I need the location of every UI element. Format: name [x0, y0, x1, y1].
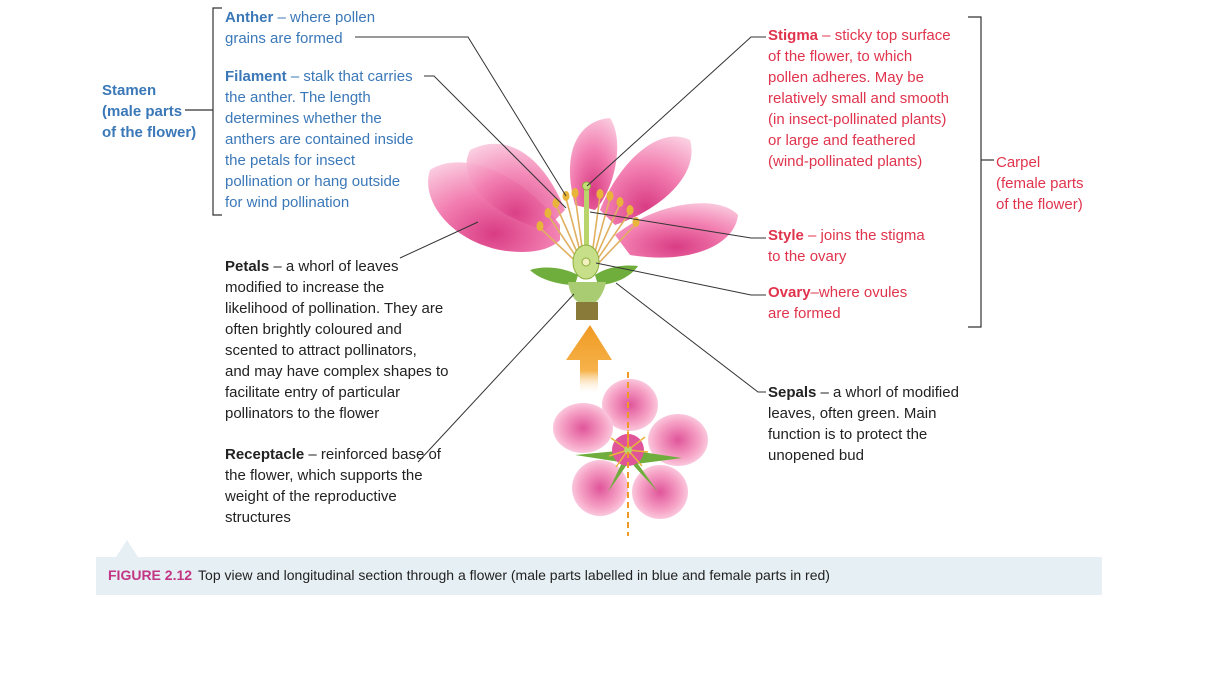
figure-caption: FIGURE 2.12 Top view and longitudinal sec…: [96, 557, 1102, 595]
petals-line: facilitate entry of particular: [225, 384, 401, 401]
carpel-bracket: [968, 16, 994, 328]
anther-desc-1: – where pollen: [273, 9, 376, 26]
sepals-line: leaves, often green. Main: [768, 405, 937, 422]
leader-filament: [424, 75, 567, 209]
carpel-line-1: Carpel: [996, 154, 1041, 171]
filament-line: pollination or hang outside: [225, 173, 401, 190]
receptacle-term: Receptacle: [225, 446, 305, 463]
petals-desc-1: – a whorl of leaves: [269, 258, 399, 275]
sepals-line: unopened bud: [768, 447, 864, 464]
petals-line: likelihood of pollination. They are: [225, 300, 444, 317]
stigma-line: (wind-pollinated plants): [768, 153, 923, 170]
stigma-line: of the flower, to which: [768, 48, 913, 65]
filament-line: for wind pollination: [225, 194, 350, 211]
ovary-label: Ovary–where ovules are formed: [768, 282, 968, 324]
ovary-desc-1: –where ovules: [810, 284, 908, 301]
style-line: to the ovary: [768, 248, 847, 265]
leader-receptacle: [417, 293, 575, 463]
leader-ovary: [595, 262, 766, 296]
top-petal-5: [632, 465, 688, 519]
petals-term: Petals: [225, 258, 270, 275]
filament-desc-1: – stalk that carries: [286, 68, 413, 85]
petal-left-upper: [466, 143, 565, 230]
sepal-right: [595, 265, 638, 285]
receptacle-label: Receptacle – reinforced base of the flow…: [225, 444, 465, 528]
caption-text: Top view and longitudinal section throug…: [198, 567, 830, 583]
petals-label: Petals – a whorl of leaves modified to i…: [225, 256, 475, 424]
top-petal-4: [572, 460, 628, 516]
petals-line: scented to attract pollinators,: [225, 342, 417, 359]
receptacle-desc-1: – reinforced base of: [304, 446, 441, 463]
petals-line: often brightly coloured and: [225, 321, 402, 338]
stigma-label: Stigma – sticky top surface of the flowe…: [768, 25, 968, 172]
stigma-term: Stigma: [768, 27, 819, 44]
anther-label: Anther – where pollen grains are formed: [225, 7, 425, 49]
petals-line: pollinators to the flower: [225, 405, 380, 422]
filament-line: the anther. The length: [225, 89, 371, 106]
filament-line: determines whether the: [225, 110, 382, 127]
stamen-line-1: Stamen: [102, 82, 157, 99]
style-stalk: [584, 188, 589, 248]
sepals-term: Sepals: [768, 384, 817, 401]
stamen-bracket: [185, 7, 222, 216]
petal-right: [615, 203, 738, 258]
top-view-flower: [553, 372, 708, 536]
leader-lines: [355, 36, 766, 463]
top-petal-2: [553, 403, 613, 453]
sepals-label: Sepals – a whorl of modified leaves, oft…: [768, 382, 988, 466]
stigma-line: pollen adheres. May be: [768, 69, 924, 86]
stamen-line-2: (male parts: [102, 103, 183, 120]
filament-label: Filament – stalk that carries the anther…: [225, 66, 445, 213]
stigma-desc-1: – sticky top surface: [818, 27, 951, 44]
leader-style: [589, 211, 766, 239]
stigma-line: or large and feathered: [768, 132, 916, 149]
anther-term: Anther: [225, 9, 274, 26]
sepal-left: [530, 267, 578, 285]
receptacle-line: weight of the reproductive: [225, 488, 397, 505]
style-label: Style – joins the stigma to the ovary: [768, 225, 968, 267]
leader-sepals: [615, 282, 766, 393]
ovary-line: are formed: [768, 305, 841, 322]
filament-line: anthers are contained inside: [225, 131, 414, 148]
figure-number: FIGURE 2.12: [108, 567, 193, 583]
style-desc-1: – joins the stigma: [803, 227, 925, 244]
anther-desc-2: grains are formed: [225, 30, 343, 47]
style-term: Style: [768, 227, 804, 244]
top-petal-1: [602, 379, 658, 431]
petals-line: and may have complex shapes to: [225, 363, 449, 380]
caption-notch: [116, 540, 138, 557]
petals-line: modified to increase the: [225, 279, 385, 296]
ovary-term: Ovary: [768, 284, 811, 301]
leader-anther: [355, 36, 567, 197]
stigma-tip: [582, 181, 591, 191]
carpel-line-3: of the flower): [996, 196, 1083, 213]
leader-stigma: [586, 36, 766, 187]
stamen-line-3: of the flower): [102, 124, 197, 141]
flower-stalk: [576, 302, 598, 320]
stamen-group-label: Stamen (male parts of the flower): [102, 80, 212, 143]
top-pistil: [624, 446, 632, 454]
stigma-line: relatively small and smooth: [768, 90, 949, 107]
section-flower: [428, 118, 738, 320]
orange-arrow: [566, 325, 612, 395]
filament-line: the petals for insect: [225, 152, 356, 169]
carpel-group-label: Carpel (female parts of the flower): [996, 152, 1116, 215]
filament-term: Filament: [225, 68, 287, 85]
sepals-line: function is to protect the: [768, 426, 928, 443]
ovule: [581, 257, 591, 267]
leader-petals: [399, 221, 479, 259]
caption-text-row: FIGURE 2.12 Top view and longitudinal sec…: [108, 567, 830, 583]
sepals-desc-1: – a whorl of modified: [816, 384, 959, 401]
receptacle-line: structures: [225, 509, 291, 526]
receptacle-line: the flower, which supports the: [225, 467, 423, 484]
carpel-line-2: (female parts: [996, 175, 1084, 192]
petal-center: [569, 118, 618, 210]
stigma-line: (in insect-pollinated plants): [768, 111, 947, 128]
receptacle-base: [568, 282, 606, 302]
top-petal-3: [648, 414, 708, 466]
